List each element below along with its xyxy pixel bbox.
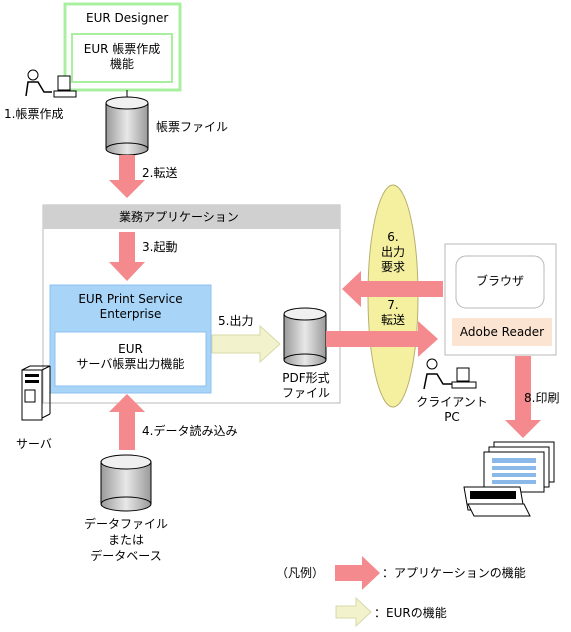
business-app-header	[43, 205, 340, 229]
legend-prefix: （凡例）	[276, 566, 325, 580]
eps-inner-line2: サーバ帳票出力機能	[76, 357, 185, 371]
output-arrow-5	[211, 324, 281, 364]
browser-label: ブラウザ	[475, 274, 524, 288]
data-file-line1: データファイル	[83, 517, 168, 531]
step7-line1: 転送	[380, 313, 405, 327]
form-file-label: 帳票ファイル	[156, 120, 229, 134]
step5-label: 5.出力	[218, 314, 254, 328]
form-file-cylinder	[105, 96, 149, 156]
step6-line1: 出力	[380, 245, 405, 259]
eur-form-creation-box	[71, 33, 173, 83]
step8-label: 8.印刷	[524, 391, 560, 405]
step7-label: 7. 転送	[368, 298, 418, 328]
pdf-file-line1: PDF形式	[282, 371, 330, 385]
legend-pink-arrow	[335, 556, 380, 590]
data-file-line2: または	[107, 533, 144, 547]
eps-inner-label: EUR サーバ帳票出力機能	[55, 342, 206, 372]
step6-line2: 要求	[380, 260, 405, 274]
eur-form-creation-line1: EUR 帳票作成	[83, 42, 161, 56]
business-app-title: 業務アプリケーション	[119, 210, 239, 224]
transfer-arrow-2	[109, 155, 145, 198]
legend-cream-arrow	[335, 596, 372, 628]
legend-eur-function: ：EURの機能	[374, 606, 447, 620]
client-pc-label: クライアント PC	[414, 395, 490, 425]
eur-form-creation-label: EUR 帳票作成 機能	[72, 42, 172, 72]
adobe-reader-box	[452, 318, 552, 346]
eps-title-line2: Enterprise	[99, 307, 162, 321]
step6-label: 6. 出力 要求	[368, 230, 418, 275]
data-file-cylinder	[100, 454, 152, 512]
legend-app-function: ：アプリケーションの機能	[382, 566, 526, 580]
step7-num: 7.	[387, 298, 399, 312]
printer-icon	[463, 441, 555, 517]
client-pc-line2: PC	[444, 410, 460, 424]
print-arrow-8	[505, 356, 541, 438]
eps-title: EUR Print Service Enterprise	[50, 292, 211, 322]
pdf-file-line2: ファイル	[281, 386, 330, 400]
step3-label: 3.起動	[142, 240, 178, 254]
step1-label: 1.帳票作成	[4, 107, 64, 121]
eur-designer-title: EUR Designer	[86, 11, 169, 25]
data-file-label: データファイル または データベース	[66, 516, 186, 564]
step2-label: 2.転送	[142, 166, 178, 180]
request-arrow-6	[342, 271, 443, 307]
server-icon	[21, 365, 51, 421]
eur-form-creation-line2: 機能	[109, 57, 134, 71]
pdf-file-label: PDF形式 ファイル	[275, 371, 337, 401]
adobe-reader-label: Adobe Reader	[459, 325, 545, 339]
user-pc-icon	[25, 69, 77, 98]
browser-box	[455, 255, 545, 309]
step6-num: 6.	[387, 230, 399, 244]
transfer-arrow-7	[326, 321, 438, 357]
launch-arrow-3	[109, 232, 145, 281]
data-file-line3: データベース	[90, 549, 162, 563]
eps-inner-box	[54, 331, 207, 387]
client-pc-line1: クライアント	[416, 395, 488, 409]
pdf-file-cylinder	[283, 307, 327, 367]
eps-title-line1: EUR Print Service	[78, 292, 183, 306]
server-label: サーバ	[16, 437, 52, 451]
step4-label: 4.データ読み込み	[142, 424, 238, 438]
eps-inner-line1: EUR	[118, 342, 143, 356]
client-user-icon	[423, 358, 477, 390]
read-arrow-4	[109, 394, 145, 450]
